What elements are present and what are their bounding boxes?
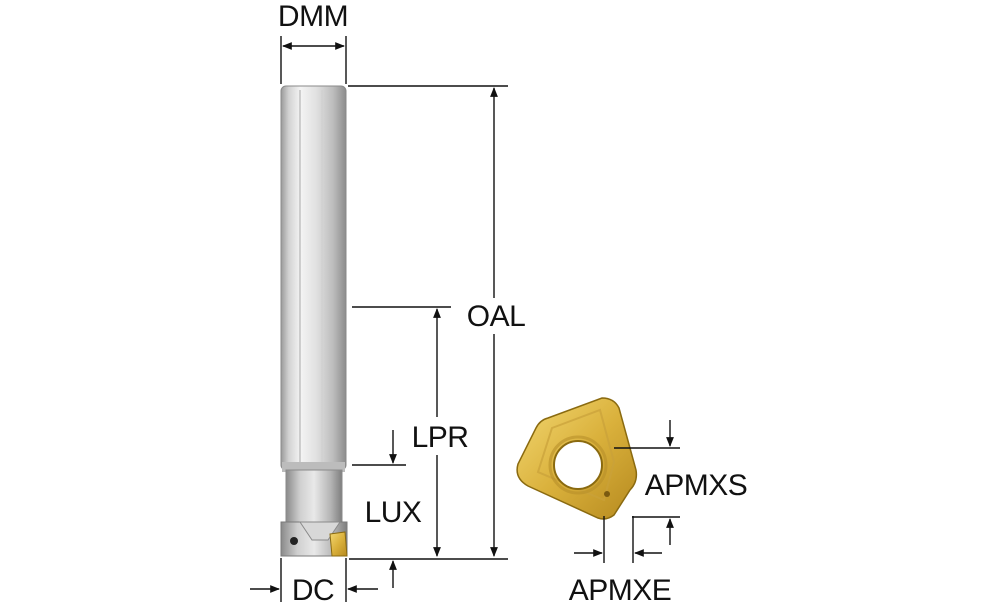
apmxe-label: APMXE: [569, 574, 672, 607]
insert-screw-icon: [290, 537, 298, 545]
oal-label: OAL: [467, 300, 526, 333]
dmm-label: DMM: [278, 0, 348, 33]
dimension-lines: [250, 36, 508, 602]
insert-edge-highlight: [536, 408, 616, 502]
insert-detail: [516, 397, 638, 520]
tool-shank: [280, 85, 347, 471]
end-mill-tool: [280, 85, 348, 557]
shank-end-band: [282, 462, 345, 472]
lux-label: LUX: [365, 496, 422, 529]
tool-neck: [285, 469, 343, 523]
insert-dimension-lines: [574, 420, 680, 563]
insert-dot-icon: [604, 491, 610, 497]
dc-label: DC: [292, 574, 334, 607]
mounted-insert: [329, 531, 348, 557]
insert-hole-rim: [548, 435, 608, 495]
insert-hole: [553, 440, 603, 490]
lpr-label: LPR: [412, 421, 469, 454]
apmxs-label: APMXS: [645, 469, 748, 502]
